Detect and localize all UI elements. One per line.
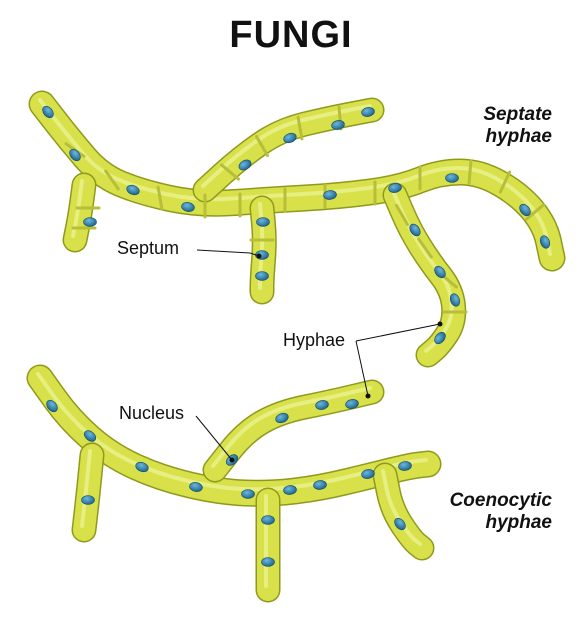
- left-septate-branch-highlight: [71, 179, 84, 238]
- hyphae-callout-label: Hyphae: [283, 330, 346, 350]
- nucleus-dot: [449, 293, 461, 307]
- septum-wall: [395, 203, 409, 227]
- nucleus-dot: [255, 271, 269, 281]
- nucleus-dot: [361, 469, 375, 479]
- septate-label-line2: hyphae: [485, 126, 552, 147]
- nucleus-dot: [135, 461, 149, 473]
- nucleus-dot: [323, 190, 337, 200]
- nucleus-dot: [238, 159, 252, 171]
- nucleus-callout-label: Nucleus: [119, 403, 185, 423]
- nucleus-dot: [409, 223, 421, 237]
- coenocytic-hyphae: [26, 364, 442, 603]
- nucleus-leader-dot: [229, 457, 235, 463]
- septum-wall: [104, 169, 120, 191]
- nucleus-dot: [69, 148, 81, 162]
- nucleus-dot: [189, 482, 203, 492]
- nucleus-dot: [275, 412, 289, 424]
- nucleus-dot: [394, 517, 406, 531]
- nucleus-dot: [434, 331, 446, 345]
- coenocytic-hyphae-label: Coenocytic hyphae: [420, 490, 552, 534]
- nucleus-dot: [313, 480, 327, 490]
- coenocytic-label-line1: Coenocytic: [449, 490, 552, 511]
- septum-wall: [220, 163, 240, 181]
- nucleus-dot: [361, 107, 375, 117]
- septum-wall: [498, 170, 512, 194]
- septate-label-line1: Septate: [483, 104, 552, 125]
- nucleus-dot: [261, 557, 275, 567]
- coenocytic-label-line2: hyphae: [485, 512, 552, 533]
- nucleus-dot: [181, 202, 195, 212]
- upper-coenocytic-branch-highlight: [211, 386, 372, 468]
- nucleus-dot: [81, 495, 95, 505]
- left-septate-branch: [62, 172, 97, 253]
- right-coenocytic-branch: [372, 462, 435, 561]
- septum-callout-label: Septum: [117, 238, 180, 258]
- nucleus-dot: [315, 400, 329, 410]
- hyphae-leader-line-1: [355, 323, 441, 342]
- nucleus-dot: [256, 217, 270, 227]
- septum-wall: [255, 134, 269, 158]
- nucleus-dot: [331, 120, 345, 130]
- nucleus-dot: [42, 105, 54, 119]
- nucleus-dot: [445, 173, 459, 183]
- septum-wall: [417, 237, 433, 259]
- nucleus-dot: [539, 235, 551, 249]
- page-title: FUNGI: [229, 14, 353, 56]
- lower-coenocytic-branch: [255, 487, 281, 603]
- septum-wall: [296, 115, 304, 141]
- nucleus-leader-line: [195, 415, 233, 461]
- right-coenocytic-branch-body: [374, 464, 433, 559]
- left-coenocytic-branch: [71, 442, 105, 543]
- nucleus-dot: [241, 489, 255, 499]
- septum-wall: [525, 203, 545, 221]
- upper-septate-branch: [192, 97, 385, 203]
- nucleus-dot: [126, 184, 140, 196]
- septate-hyphae: [28, 90, 566, 368]
- upper-septate-branch-highlight: [201, 104, 372, 188]
- nucleus-dot: [283, 485, 297, 495]
- septum-leader-line: [196, 249, 260, 257]
- nucleus-dot: [388, 183, 402, 193]
- nucleus-dot: [83, 217, 97, 227]
- septate-hyphae-label: Septate hyphae: [452, 104, 552, 148]
- nucleus-dot: [283, 132, 297, 144]
- septum-leader-dot: [256, 253, 262, 259]
- left-coenocytic-branch-body: [73, 444, 103, 541]
- hyphae-leader-dot-2: [365, 393, 371, 399]
- nucleus-dot: [519, 203, 531, 217]
- left-coenocytic-branch-highlight: [80, 449, 92, 528]
- septum-wall: [467, 159, 473, 185]
- septum-wall: [156, 185, 164, 211]
- nucleus-dot: [345, 399, 359, 409]
- nucleus-dot: [398, 461, 412, 471]
- callout-leaders: [195, 249, 443, 463]
- nucleus-dot: [83, 430, 97, 442]
- hyphae-leader-line-2: [355, 340, 369, 397]
- nucleus-dot: [261, 515, 275, 525]
- hyphae-leader-dot-1: [437, 321, 443, 327]
- nucleus-dot: [46, 399, 58, 413]
- upper-septate-branch-body: [194, 99, 383, 201]
- nucleus-dot: [434, 265, 446, 279]
